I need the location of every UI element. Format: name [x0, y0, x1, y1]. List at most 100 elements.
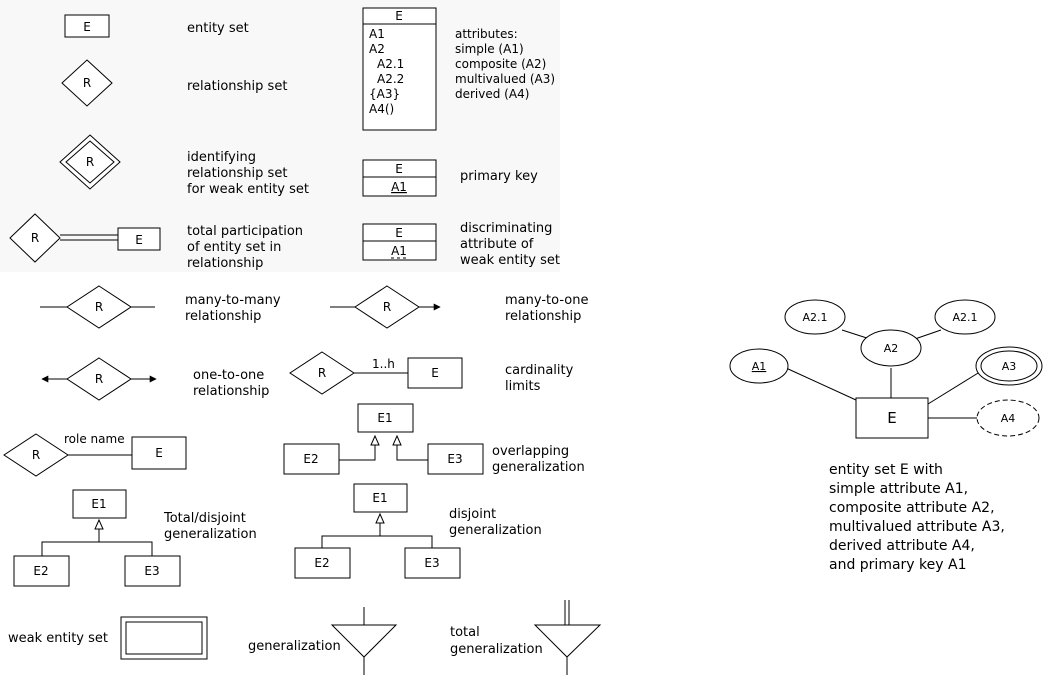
disjoint-parent-label: E1: [372, 491, 387, 505]
example-caption-1: entity set E with: [829, 462, 943, 478]
disjoint-label-2: generalization: [449, 523, 542, 538]
example-attr-a21-left-label: A2.1: [802, 311, 827, 324]
example-caption-3: composite attribute A2,: [829, 500, 995, 516]
totaldisjoint-label-2: generalization: [164, 527, 257, 542]
one-to-one-symbol: R: [95, 372, 103, 386]
identifying-label-2: relationship set: [187, 166, 287, 181]
example-attr-a3-label: A3: [1002, 360, 1017, 373]
primary-key-label: primary key: [460, 169, 538, 184]
cardinality-entity: [407, 357, 463, 389]
legend-primary-key: E A1 primary key: [362, 159, 538, 197]
discriminating-label-2: attribute of: [460, 237, 534, 252]
total-participation-entity-label: E: [135, 233, 143, 247]
total-participation-entity: [117, 227, 161, 251]
cardinality-limit: 1..h: [372, 357, 395, 371]
attributes-label-1: attributes:: [455, 27, 518, 41]
example-entity-box: [855, 397, 929, 439]
legend-overlapping-generalization: E1 E2 E3 overlapping generalization: [283, 403, 585, 475]
total-gen-label-2: generalization: [450, 642, 543, 657]
legend-cardinality: R 1..h E cardinality limits: [289, 351, 574, 395]
role-rel: R: [32, 448, 40, 462]
example-attr-a21-right: [934, 299, 996, 335]
primary-key-box: [362, 159, 437, 197]
disjoint-arrow: [375, 512, 385, 524]
role-name-label: role name: [64, 432, 125, 446]
entity-set-label: entity set: [187, 21, 249, 36]
attributes-label-3: composite (A2): [455, 57, 546, 71]
legend-discriminating-attribute: E A1 discriminating attribute of weak en…: [362, 221, 560, 268]
cardinality-rel: R: [318, 366, 326, 380]
one-to-one-label-1: one-to-one: [193, 368, 264, 383]
attribute-row-a2: A2: [369, 42, 385, 56]
example-attr-a21-right-label: A2.1: [952, 311, 977, 324]
many-to-many-label-1: many-to-many: [185, 293, 281, 308]
primary-key-title: E: [395, 162, 403, 176]
attribute-row-a21: A2.1: [377, 57, 404, 71]
role-entity-label: E: [155, 446, 163, 460]
example-attr-a2-label: A2: [884, 342, 899, 355]
relationship-diamond: [61, 59, 113, 107]
discriminating-box: [362, 223, 437, 261]
legend-total-generalization: total generalization: [450, 600, 602, 675]
example-entity-diagram: A2.1 A2.1 A2 A1 A3 A4 E entity set E wit…: [729, 299, 1043, 573]
example-attr-a1-label: A1: [752, 360, 767, 373]
legend-one-to-one: R one-to-one relationship: [41, 357, 269, 401]
generalization-triangle: [330, 624, 398, 658]
total-participation-label-1: total participation: [187, 224, 303, 239]
many-to-many-diamond: [66, 285, 132, 329]
totaldisjoint-branch: [41, 541, 153, 556]
disjoint-parent: [353, 483, 408, 513]
totaldisjoint-parent: [72, 489, 127, 519]
disjoint-child-left-label: E2: [314, 556, 329, 570]
disjoint-child-right-label: E3: [424, 556, 439, 570]
example-attr-a2: [860, 329, 922, 367]
cardinality-label-2: limits: [505, 379, 541, 394]
attributes-label-5: derived (A4): [455, 87, 529, 101]
cardinality-entity-label: E: [431, 366, 439, 380]
many-to-one-diamond: [354, 285, 420, 329]
role-entity: [131, 436, 187, 470]
attribute-box: [362, 7, 437, 131]
identifying-diamond-inner: [65, 140, 115, 184]
entity-symbol-label: E: [83, 20, 91, 34]
total-participation-label-2: of entity set in: [187, 240, 281, 255]
overlap-label-1: overlapping: [492, 444, 569, 459]
overlap-parent-label: E1: [377, 411, 392, 425]
totaldisjoint-child-right-label: E3: [144, 564, 159, 578]
identifying-label-3: for weak entity set: [187, 182, 309, 197]
discriminating-title: E: [395, 226, 403, 240]
attributes-label-4: multivalued (A3): [455, 72, 555, 86]
identifying-label-1: identifying: [187, 150, 256, 165]
attribute-row-a1: A1: [369, 27, 385, 41]
weak-entity-label: weak entity set: [8, 631, 108, 646]
total-gen-triangle: [533, 624, 602, 658]
totaldisjoint-child-left: [13, 555, 70, 587]
total-participation-label-3: relationship: [187, 256, 263, 271]
overlap-parent: [357, 403, 414, 433]
legend-disjoint-generalization: E1 E2 E3 disjoint generalization: [294, 483, 542, 579]
totaldisjoint-child-right: [124, 555, 181, 587]
overlap-arrow-right: [392, 434, 402, 446]
legend-weak-entity-set: weak entity set: [8, 616, 208, 660]
attribute-row-a4: A4(): [369, 102, 394, 116]
identifying-symbol-label: R: [86, 155, 94, 169]
primary-key-attr: A1: [391, 180, 407, 194]
example-caption-6: and primary key A1: [829, 557, 966, 573]
role-diamond: [3, 433, 69, 477]
weak-entity-inner: [125, 621, 203, 655]
attribute-box-title: E: [395, 9, 403, 23]
overlap-child-right-label: E3: [447, 452, 462, 466]
totaldisjoint-parent-label: E1: [91, 497, 106, 511]
many-to-one-label-2: relationship: [505, 309, 581, 324]
discriminating-attr: A1: [391, 244, 407, 258]
totaldisjoint-child-left-label: E2: [33, 564, 48, 578]
example-caption-4: multivalued attribute A3,: [829, 519, 1005, 535]
disjoint-label-1: disjoint: [449, 507, 496, 522]
cardinality-label-1: cardinality: [505, 363, 574, 378]
total-participation-rel-label: R: [31, 231, 39, 245]
one-to-one-label-2: relationship: [193, 384, 269, 399]
many-to-many-symbol: R: [95, 300, 103, 314]
many-to-many-label-2: relationship: [185, 309, 261, 324]
disjoint-child-left: [294, 547, 351, 579]
legend-relationship-set: R relationship set: [61, 59, 287, 107]
